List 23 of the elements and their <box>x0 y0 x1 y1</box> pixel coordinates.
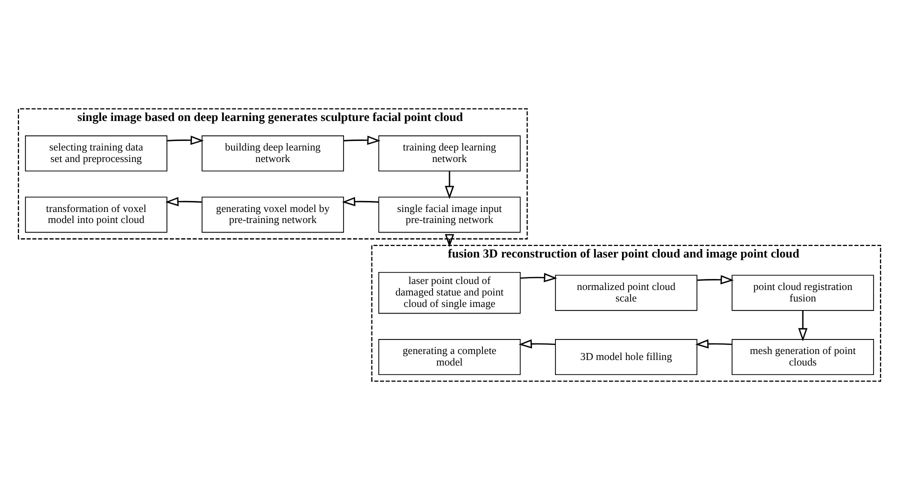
node-box: selecting training data set and preprocessing <box>25 134 168 171</box>
node-box: normalized point cloud scale <box>555 274 698 310</box>
node-box: single facial image input pre-training network <box>378 196 521 232</box>
arrow <box>344 135 381 144</box>
node-box: laser point cloud of damaged statue and point cloud of single image <box>378 271 521 314</box>
arrow <box>165 196 202 206</box>
node-box: point cloud registration fusion <box>732 274 874 310</box>
arrow <box>798 310 808 341</box>
node-box: building deep learning network <box>202 134 344 171</box>
arrow <box>167 135 204 144</box>
arrow <box>342 196 379 206</box>
arrow <box>695 338 732 348</box>
arrow <box>697 274 734 284</box>
arrow <box>444 234 454 247</box>
node-box: transformation of voxel model into point cloud <box>25 196 168 232</box>
arrow <box>518 338 556 348</box>
arrow <box>444 170 454 199</box>
arrow <box>520 272 558 282</box>
node-box: generating a complete model <box>378 338 521 375</box>
node-box: 3D model hole filling <box>555 338 698 375</box>
node-box: generating voxel model by pre-training network <box>202 196 344 232</box>
node-box: mesh generation of point clouds <box>732 338 874 375</box>
node-box: training deep learning network <box>378 134 521 171</box>
